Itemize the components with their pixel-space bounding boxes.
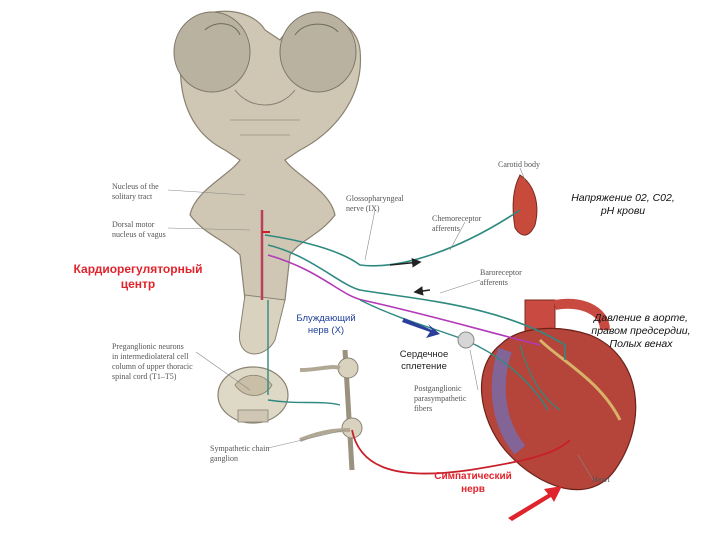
cardiac-plexus-node bbox=[457, 331, 475, 349]
label-cardio-center: Кардиорегуляторный центр bbox=[73, 262, 203, 291]
label-nucleus-solitary: Nucleus of the solitary tract bbox=[112, 182, 159, 201]
label-heart: Heart bbox=[592, 475, 610, 484]
label-parasympathetic: Postganglionic parasympathetic fibers bbox=[414, 384, 467, 413]
brainstem-illustration bbox=[173, 10, 362, 355]
label-pressure: Давление в аорте, правом предсердии, Пол… bbox=[591, 312, 691, 350]
label-chemoreceptor: Chemoreceptor afferents bbox=[432, 214, 482, 233]
label-plexus: Сердечное сплетение bbox=[399, 349, 449, 372]
sympathetic-chain-illustration bbox=[299, 349, 363, 471]
label-dorsal-motor: Dorsal motor nucleus of vagus bbox=[112, 220, 166, 239]
label-baroreceptor: Baroreceptor afferents bbox=[480, 268, 522, 287]
sympathetic-arrow bbox=[508, 486, 562, 521]
label-sympathetic: Симпатический нерв bbox=[434, 471, 512, 495]
label-vagus: Блуждающий нерв (X) bbox=[296, 313, 356, 336]
left-colliculus bbox=[173, 11, 251, 93]
label-sympathetic-chain: Sympathetic chain ganglion bbox=[210, 444, 270, 463]
label-glossopharyngeal: Glossopharyngeal nerve (IX) bbox=[346, 194, 404, 213]
label-preganglionic-neurons: Preganglionic neurons in intermediolater… bbox=[112, 342, 193, 381]
vagus-arrow bbox=[402, 318, 440, 338]
carotid-artery bbox=[512, 174, 538, 236]
medulla-shape bbox=[238, 294, 286, 355]
label-carotid-body: Carotid body bbox=[498, 160, 540, 169]
leader-lines bbox=[167, 167, 594, 481]
spinal-cord-section bbox=[217, 366, 289, 424]
right-colliculus bbox=[279, 11, 357, 93]
label-gas-tension: Напряжение 02, С02, рН крови bbox=[571, 192, 675, 217]
